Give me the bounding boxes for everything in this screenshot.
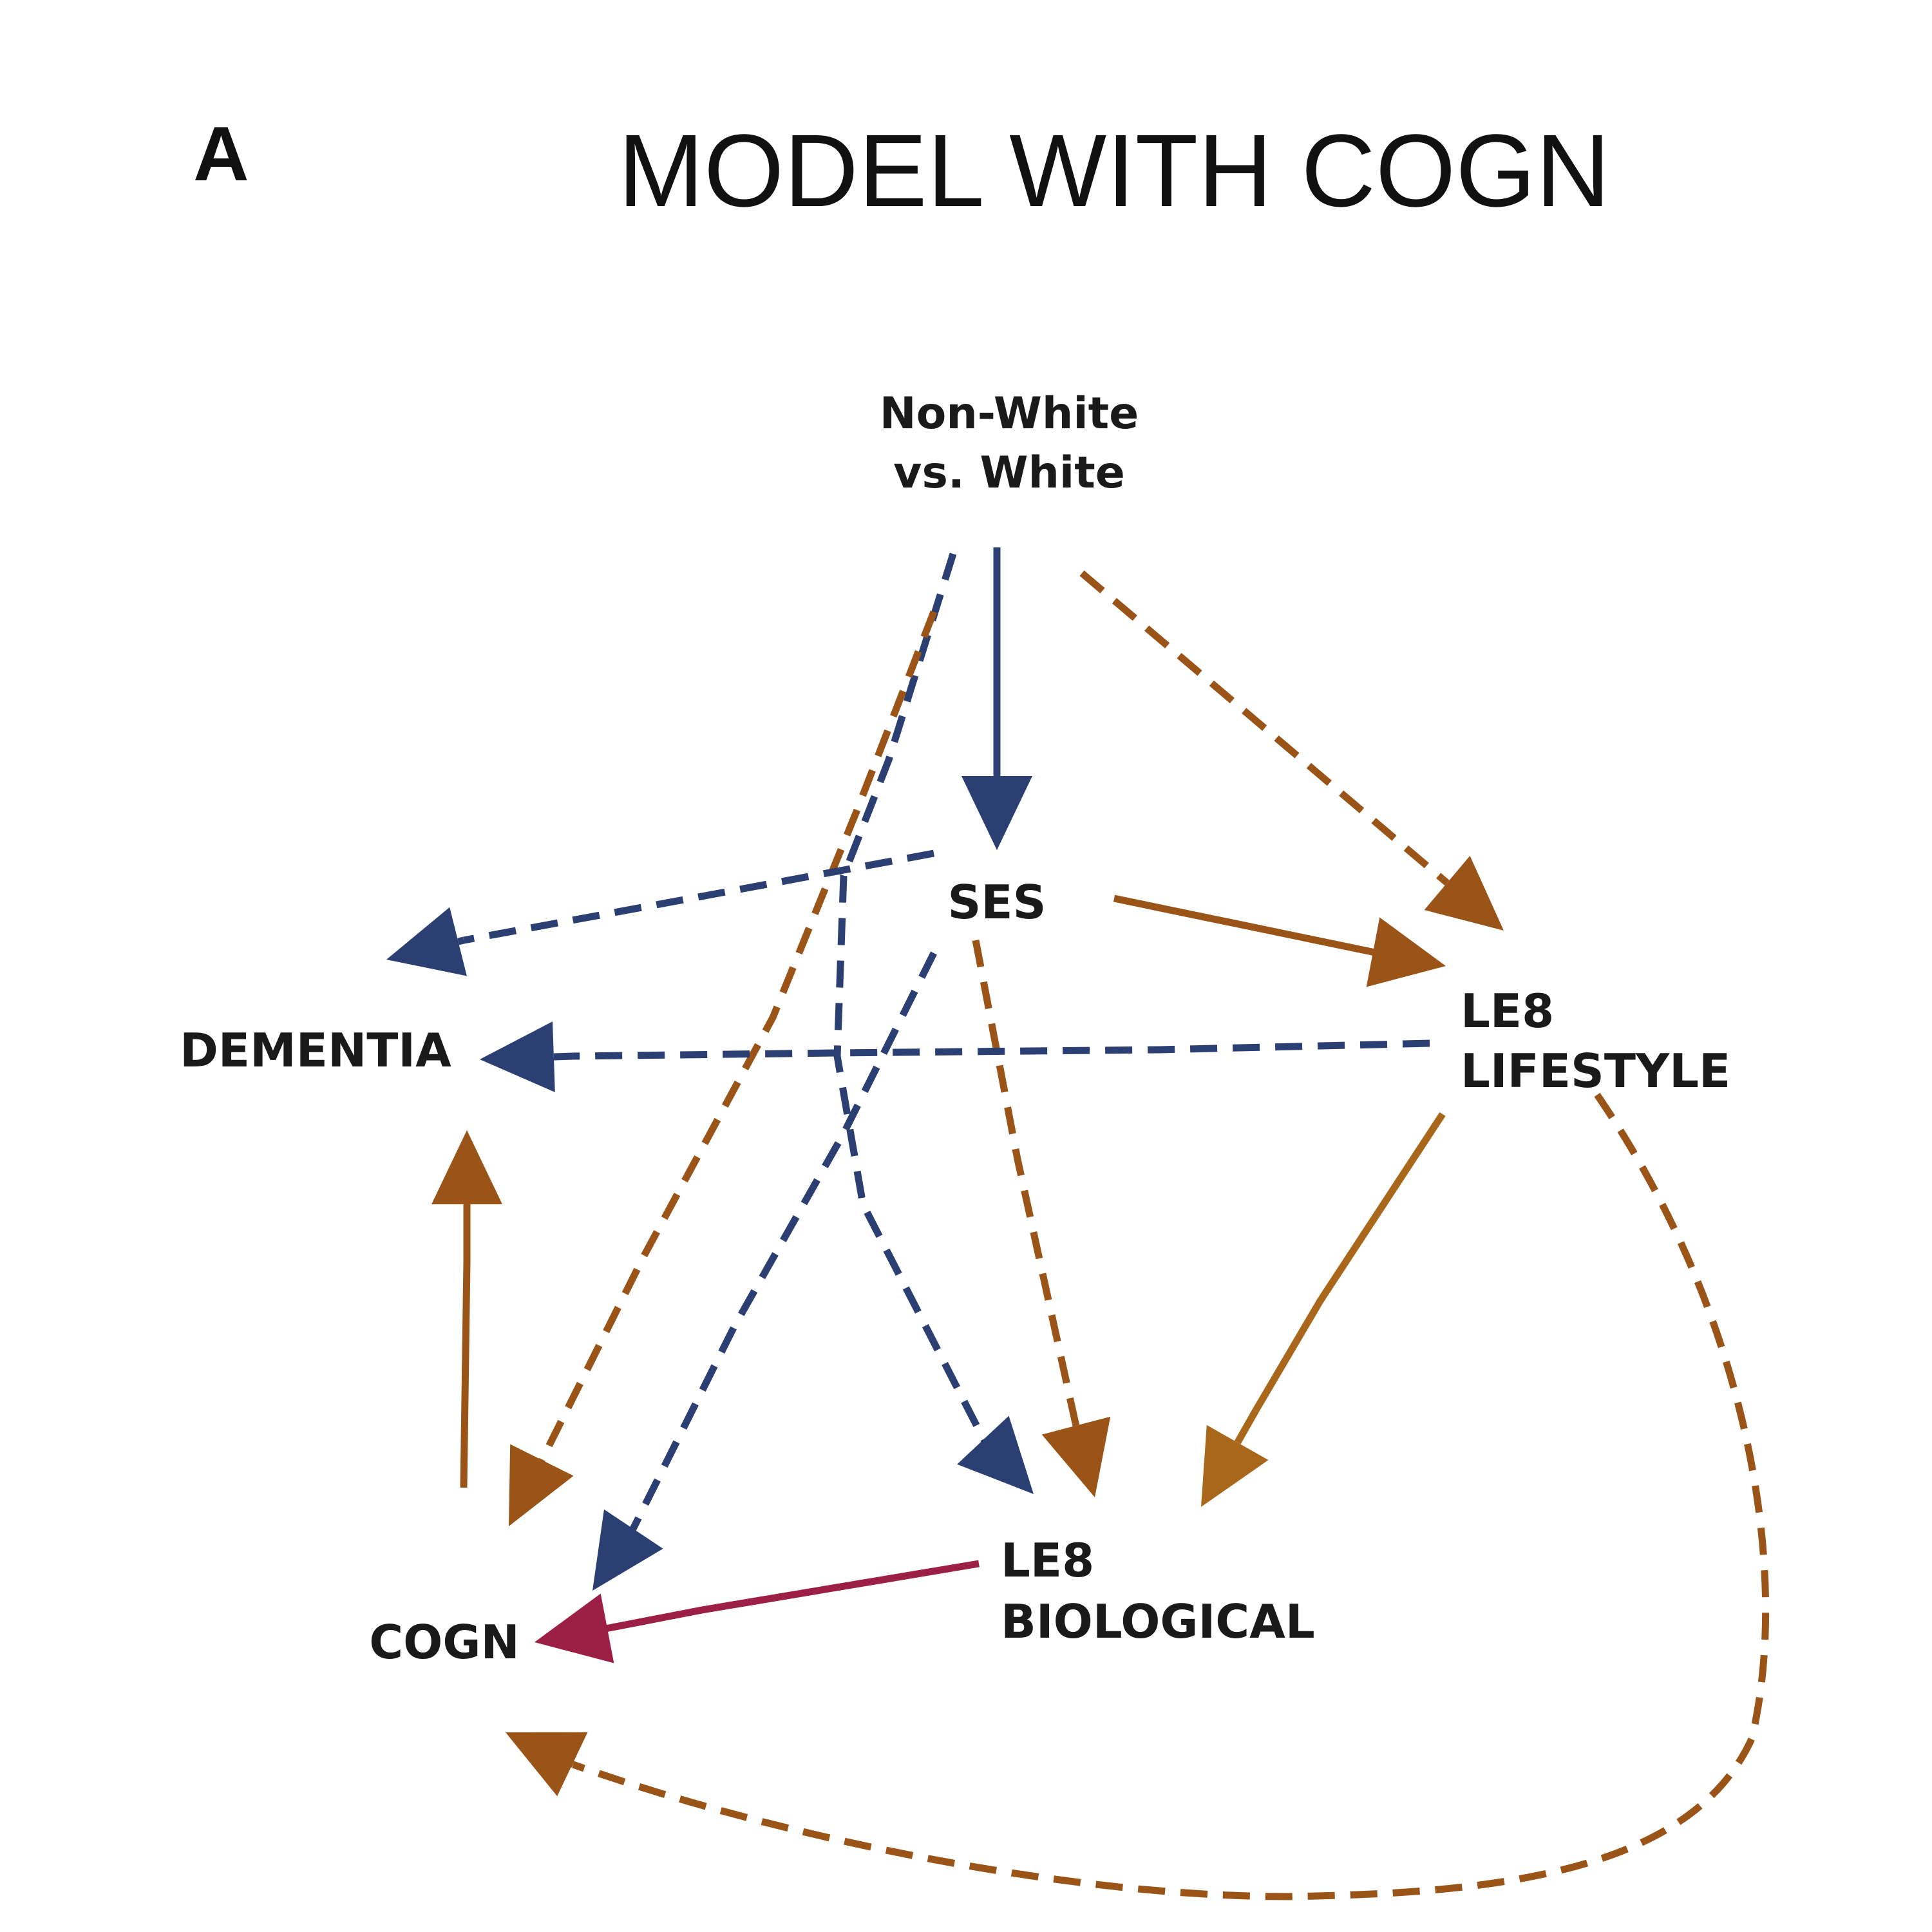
arrowhead [957,1416,1034,1494]
arrowhead [431,1130,502,1204]
arrowhead [509,1444,574,1526]
arrowhead [961,776,1032,850]
edge-non-white-vs-white-to-cogn [509,611,938,1526]
edge-line [601,1560,980,1633]
edge-connector [457,936,465,945]
node-le8-lifestyle: LE8 LIFESTYLE [1461,984,1730,1098]
node-cogn: COGN [369,1615,519,1669]
node-race-line1: Non-White [880,388,1139,439]
arrowhead [535,1593,614,1663]
edge-le8-lifestyle-to-le8-biological [1201,1112,1446,1507]
node-le8-biological-line2: BIOLOGICAL [1001,1595,1315,1649]
edge-line [538,611,938,1464]
arrowhead [480,1021,555,1092]
arrowhead [506,1732,588,1797]
edge-line [972,939,1079,1425]
edge-line [1113,895,1379,957]
panel-letter: A [193,111,249,197]
edge-line [463,849,935,944]
arrowhead [592,1509,663,1591]
edge-line [573,1039,1430,1060]
edge-line [1253,1112,1446,1412]
edge-connector [553,1052,574,1061]
arrowhead [1041,1416,1111,1497]
node-le8-biological: LE8 BIOLOGICAL [1001,1533,1315,1649]
node-non-white-vs-white: Non-White vs. White [880,388,1139,498]
edge-layer [386,547,1770,1900]
edge-le8-lifestyle-to-dementia [480,1021,1430,1092]
node-dementia-label: DEMENTIA [180,1023,451,1077]
node-le8-biological-line1: LE8 [1001,1533,1094,1587]
edge-line [628,951,937,1535]
edge-cogn-to-dementia [431,1130,502,1488]
edge-le8-biological-to-cogn [535,1560,980,1663]
edge-ses-to-cogn [592,951,937,1591]
edge-line [833,553,989,1444]
edge-connector [1234,1408,1259,1444]
edge-line [1079,570,1445,882]
node-le8-lifestyle-line1: LE8 [1461,984,1554,1038]
edge-ses-to-le8-lifestyle [1113,895,1446,987]
edge-le8-lifestyle-to-cogn [506,1092,1770,1900]
edge-line [460,1198,471,1488]
edge-connector [1072,1422,1080,1427]
edge-connector [1440,876,1450,886]
node-cogn-label: COGN [369,1615,519,1669]
arrowhead [1366,917,1446,987]
edge-ses-to-dementia [386,849,935,976]
edge-non-white-vs-white-to-le8-lifestyle [1079,570,1504,931]
edge-ses-to-le8-biological [972,939,1111,1497]
node-ses: SES [948,875,1046,929]
node-le8-lifestyle-line2: LIFESTYLE [1461,1044,1730,1098]
diagram-title: MODEL WITH COGN [618,113,1611,228]
arrowhead [1424,855,1504,931]
edge-non-white-vs-white-to-le8-biological [833,553,1034,1494]
arrowhead [1201,1425,1269,1507]
node-race-line2: vs. White [893,448,1125,498]
node-ses-label: SES [948,875,1046,929]
node-dementia: DEMENTIA [180,1023,451,1077]
edge-line [572,1092,1770,1900]
arrowhead [386,907,467,976]
edge-non-white-vs-white-to-ses [961,547,1032,850]
